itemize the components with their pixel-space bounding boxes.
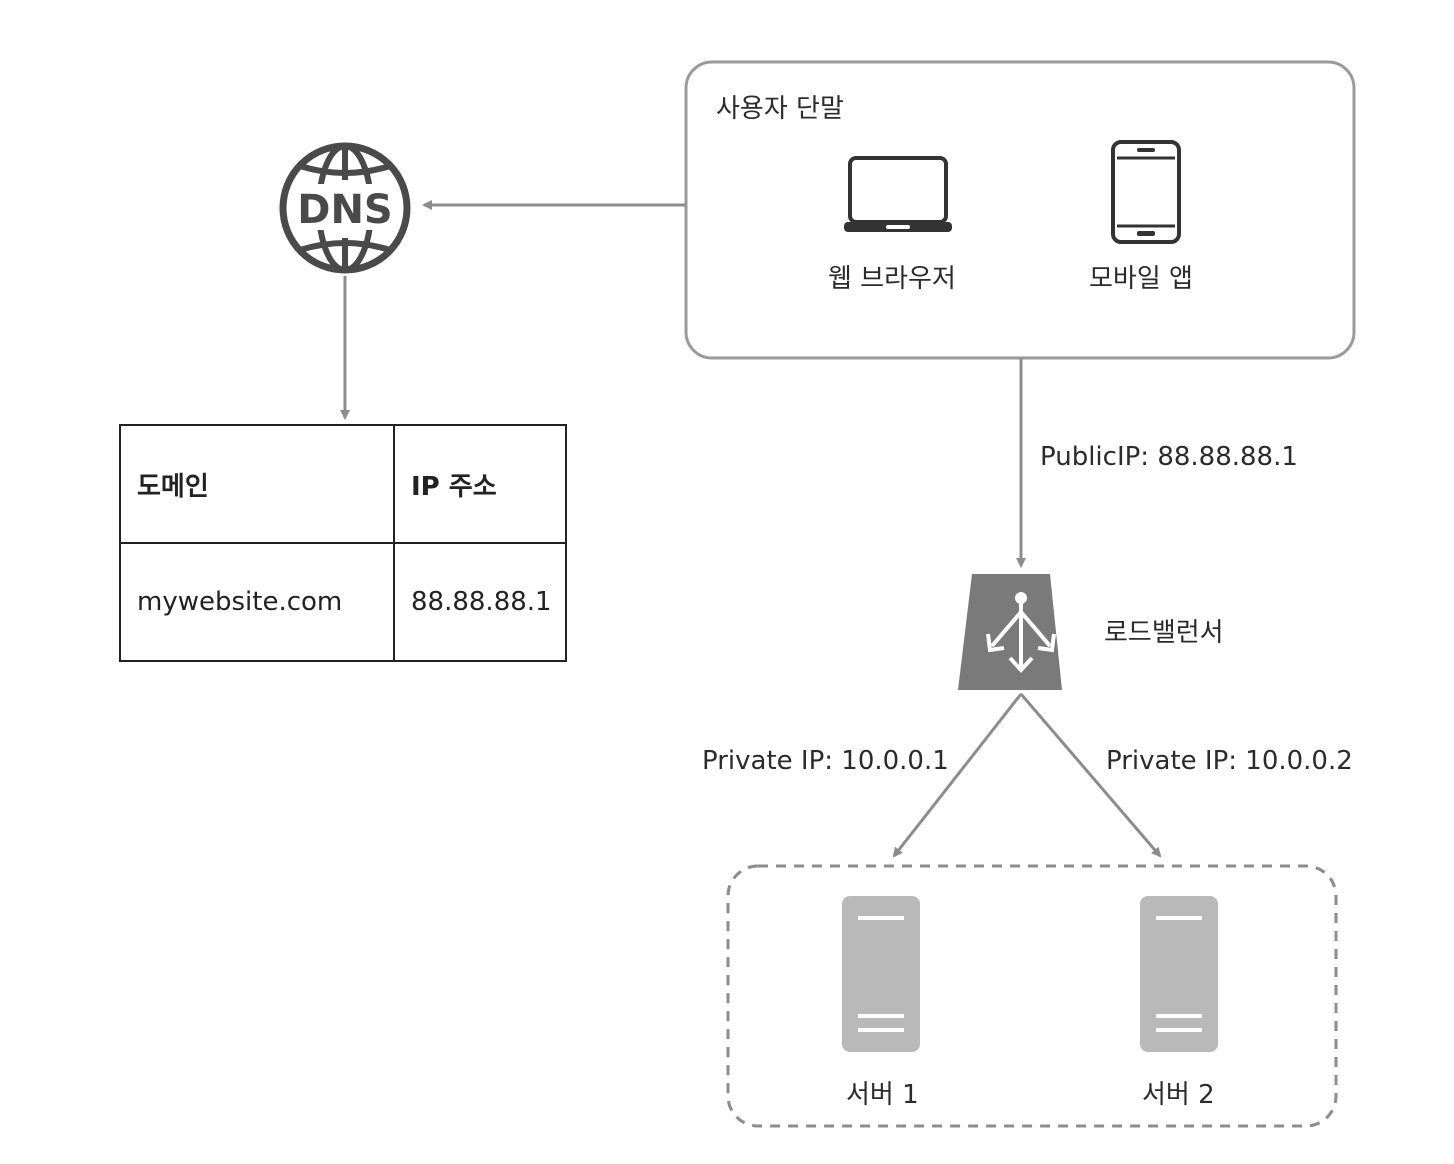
- lb-to-server-1-arrow: [892, 693, 1023, 858]
- dns-record-table: 도메인 IP 주소 mywebsite.com 88.88.88.1: [119, 424, 567, 662]
- lb-to-server-2-arrow: [1019, 693, 1162, 858]
- table-cell-ip: 88.88.88.1: [393, 542, 567, 662]
- load-balancer-icon: [958, 574, 1062, 690]
- public-ip-label: PublicIP: 88.88.88.1: [1040, 442, 1298, 472]
- web-browser-label: 웹 브라우저: [828, 264, 956, 294]
- load-balancer-label: 로드밸런서: [1104, 618, 1224, 648]
- server-group-box: [726, 864, 1338, 1128]
- private-ip-1-label: Private IP: 10.0.0.1: [702, 746, 949, 776]
- server-1-icon: [842, 896, 920, 1052]
- server-2-icon: [1140, 896, 1218, 1052]
- dns-icon-text: DNS: [297, 187, 393, 233]
- table-row: mywebsite.com 88.88.88.1: [119, 542, 567, 662]
- table-header-row: 도메인 IP 주소: [119, 424, 567, 544]
- client-group-title: 사용자 단말: [716, 94, 844, 124]
- table-header-domain: 도메인: [119, 424, 395, 544]
- laptop-icon: [844, 156, 952, 232]
- tablet-icon: [1111, 140, 1181, 244]
- server-1-label: 서버 1: [846, 1080, 919, 1110]
- globe-dns-icon: DNS: [279, 142, 411, 274]
- table-cell-domain: mywebsite.com: [119, 542, 395, 662]
- table-header-ip: IP 주소: [393, 424, 567, 544]
- mobile-app-label: 모바일 앱: [1089, 264, 1193, 294]
- server-2-label: 서버 2: [1142, 1080, 1215, 1110]
- private-ip-2-label: Private IP: 10.0.0.2: [1106, 746, 1353, 776]
